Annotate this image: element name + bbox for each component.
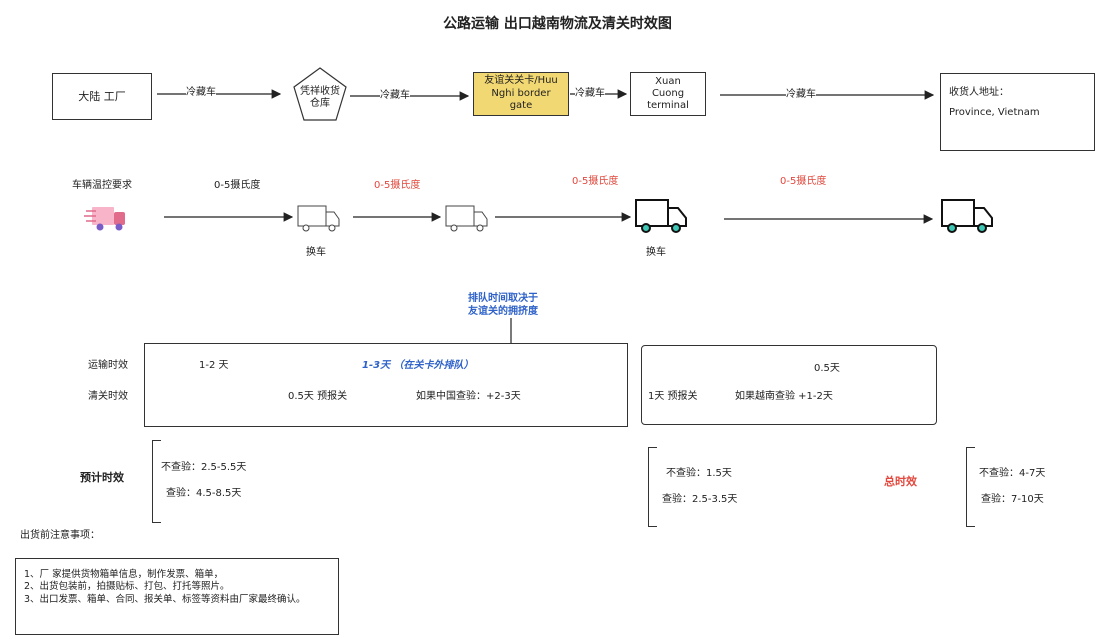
consignee-label: 收货人地址： Province, Vietnam — [949, 87, 1040, 118]
bracket — [648, 447, 657, 527]
terminal-node: Xuan Cuong terminal — [630, 72, 706, 116]
estimate-label: 预计时效 — [80, 471, 124, 484]
border-gate-node: 友谊关关卡/Huu Nghi border gate — [473, 72, 569, 116]
border-gate-label: 友谊关关卡/Huu Nghi border gate — [484, 75, 558, 112]
leg-label: 冷藏车 — [380, 90, 410, 102]
truck-icon — [941, 199, 993, 233]
truck-change-label: 换车 — [646, 247, 666, 258]
page-title: 公路运输 出口越南物流及清关时效图 — [443, 16, 672, 32]
china-timing-panel — [144, 343, 628, 427]
clearance-time-label: 清关时效 — [88, 391, 128, 402]
vn-inspection-time: 如果越南查验 +1-2天 — [735, 391, 833, 402]
cn-inspection-time: 如果中国查验：+2-3天 — [416, 391, 521, 402]
temperature-leg1: 0-5摄氏度 — [214, 180, 261, 191]
border-queue-time: 1-3天 （在关卡外排队） — [362, 360, 474, 371]
cn-transport-time: 1-2 天 — [199, 360, 229, 371]
vn-estimate-inspect: 查验：2.5-3.5天 — [662, 494, 738, 505]
total-no-inspect: 不查验：4-7天 — [979, 468, 1046, 479]
temperature-leg2: 0-5摄氏度 — [374, 180, 421, 191]
origin-factory-node: 大陆 工厂 — [52, 73, 152, 120]
truck-change-label: 换车 — [306, 247, 326, 258]
truck-icon — [445, 205, 488, 232]
origin-label: 大陆 工厂 — [78, 89, 126, 103]
temperature-leg4: 0-5摄氏度 — [780, 176, 827, 187]
refrigerated-truck-icon — [84, 207, 125, 231]
total-time-label: 总时效 — [884, 475, 917, 488]
warehouse-label: 凭祥收货 仓库 — [300, 86, 340, 109]
vn-estimate-no-inspect: 不查验：1.5天 — [666, 468, 732, 479]
note-line: 2、出货包装前，拍摄贴标、打包、打托等照片。 — [24, 581, 230, 593]
vietnam-timing-panel — [641, 345, 937, 425]
total-inspect: 查验：7-10天 — [981, 494, 1044, 505]
truck-icon — [297, 205, 340, 232]
leg-label: 冷藏车 — [575, 88, 605, 100]
vn-clearance-time: 1天 预报关 — [648, 391, 698, 402]
terminal-label: Xuan Cuong terminal — [647, 76, 689, 111]
notes-heading: 出货前注意事项： — [20, 530, 100, 541]
truck-icon — [635, 199, 687, 233]
note-line: 3、出口发票、箱单、合同、报关单、标签等资料由厂家最终确认。 — [24, 593, 306, 605]
temperature-leg3: 0-5摄氏度 — [572, 176, 619, 187]
bracket — [966, 447, 975, 527]
cn-clearance-time: 0.5天 预报关 — [288, 391, 348, 402]
transport-time-label: 运输时效 — [88, 360, 128, 371]
note-line: 1、厂 家提供货物箱单信息，制作发票、箱单， — [24, 569, 224, 580]
consignee-node: 收货人地址： Province, Vietnam — [940, 73, 1095, 151]
vn-transport-time: 0.5天 — [814, 363, 840, 374]
cn-estimate-inspect: 查验：4.5-8.5天 — [166, 488, 242, 499]
bracket — [152, 440, 161, 523]
queue-note: 排队时间取决于 友谊关的拥挤度 — [468, 293, 538, 317]
cn-estimate-no-inspect: 不查验：2.5-5.5天 — [161, 462, 247, 473]
leg-label: 冷藏车 — [786, 89, 816, 101]
temperature-heading: 车辆温控要求 — [72, 180, 132, 191]
leg-label: 冷藏车 — [186, 87, 216, 99]
notes-box: 1、厂 家提供货物箱单信息，制作发票、箱单， 2、出货包装前，拍摄贴标、打包、打… — [15, 558, 339, 635]
